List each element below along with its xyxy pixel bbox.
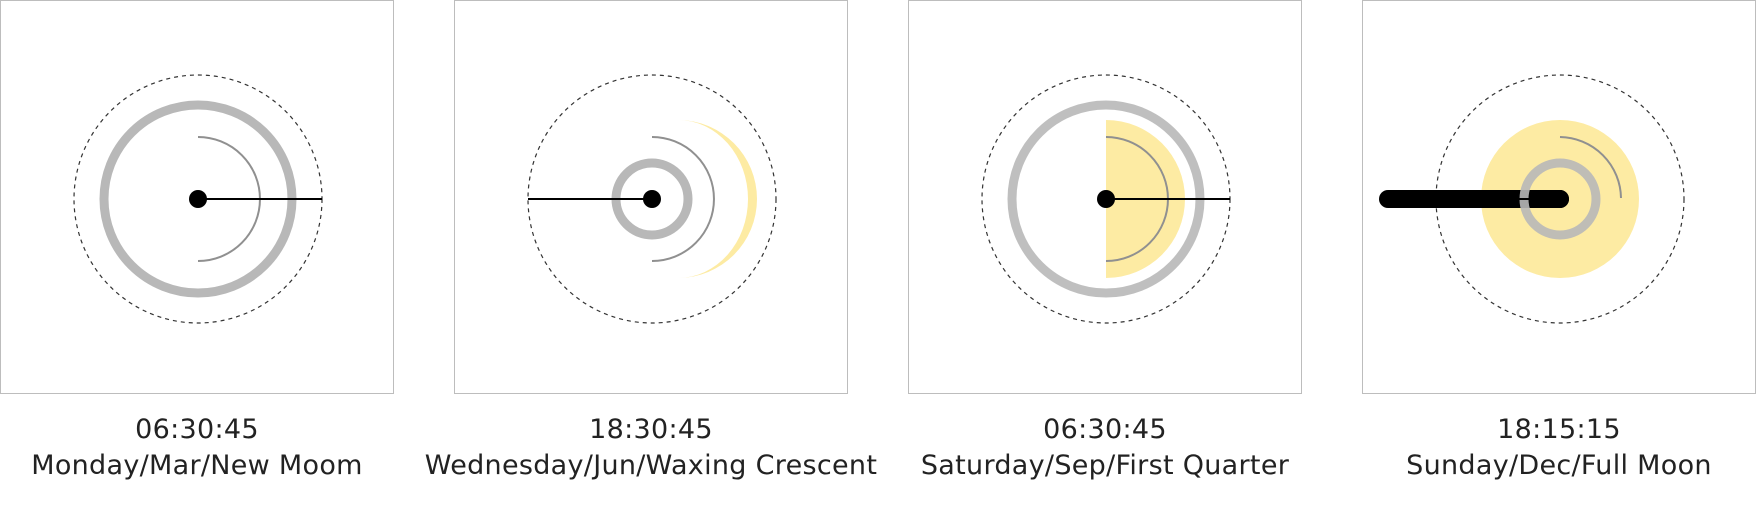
time-caption: 18:15:15 [1497,414,1621,445]
date-caption: Wednesday/Jun/Waxing Crescent [424,450,878,481]
center-pivot [1097,190,1115,208]
clock-face [17,17,323,324]
clock-face [1379,17,1754,379]
date-caption: Sunday/Dec/Full Moon [1406,450,1712,481]
time-caption: 06:30:45 [1043,414,1167,445]
clock-panel-1: 06:30:45 Monday/Mar/New Moom [0,0,394,508]
center-pivot [643,190,661,208]
date-caption: Monday/Mar/New Moom [31,450,363,481]
date-caption: Saturday/Sep/First Quarter [920,450,1290,481]
clock-face [471,17,777,324]
clock-panel-4: 18:15:15 Sunday/Dec/Full Moon [1362,0,1756,508]
weekday-arc [651,136,715,262]
clock-face [925,17,1231,341]
center-pivot [189,190,207,208]
time-caption: 18:30:45 [589,414,713,445]
clock-panel-3: 06:30:45 Saturday/Sep/First Quarter [908,0,1302,508]
clock-panel-2: 18:30:45 Wednesday/Jun/Waxing Crescent [425,0,877,508]
center-pivot [1551,190,1569,208]
time-caption: 06:30:45 [135,414,259,445]
weekday-arc [1559,136,1622,199]
